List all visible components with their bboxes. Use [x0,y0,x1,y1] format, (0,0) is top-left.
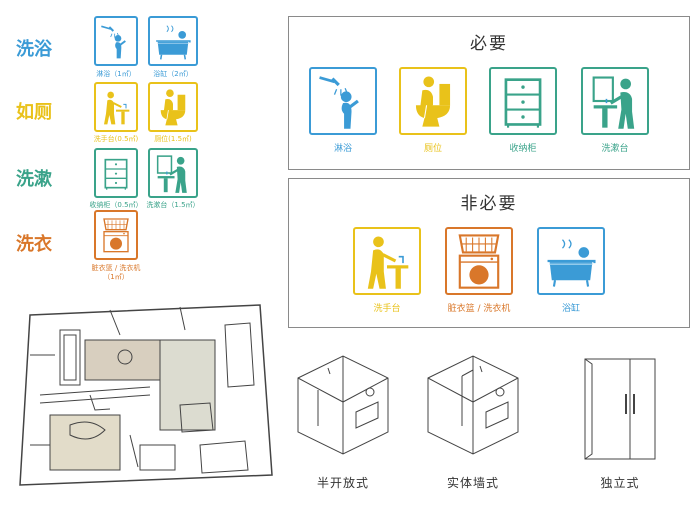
bathtub-icon [539,229,603,293]
tile-caption: 厕位(1.5㎡) [154,135,192,143]
storage-cabinet-icon [491,69,555,133]
bathroom-floor-plan-illustration [19,304,273,486]
essential-toilet-tile [399,67,467,135]
laundry-basket-washer-icon [96,212,136,258]
hand-wash-sink-icon [96,84,136,130]
nonessential-bathtub-tile [537,227,605,295]
tile-caption: 淋浴（1㎡） [96,70,136,78]
toilet-icon [401,69,465,133]
solid-wall-layout-illustration [427,355,519,455]
category-label-bathing: 洗浴 [16,39,52,60]
essential-vanity-tile [581,67,649,135]
semi-open-layout-illustration [297,355,389,455]
nonessential-laundry-tile [445,227,513,295]
essential-panel: 必要 淋浴 厕位 收纳柜 洗漱台 [288,16,690,170]
layout-label: 实体墙式 [446,476,499,490]
tile-bathtub [148,16,198,66]
shower-icon [311,69,375,133]
tile-caption: 收纳柜（0.5㎡） [89,201,143,209]
shower-icon [96,18,136,64]
nonessential-caption: 脏衣篮 / 洗衣机 [447,304,511,314]
tile-shower [94,16,138,66]
tile-caption: 脏衣篮 / 洗衣机 [91,264,141,272]
nonessential-panel: 非必要 洗手台 脏衣篮 / 洗衣机 浴缸 [288,178,690,328]
storage-cabinet-icon [96,150,136,196]
tile-hand-wash [94,82,138,132]
standalone-layout-illustration [584,358,656,460]
vanity-basin-icon [583,69,647,133]
nonessential-title: 非必要 [460,194,518,214]
essential-caption: 厕位 [423,144,442,154]
tile-vanity [148,148,198,198]
hand-wash-sink-icon [355,229,419,293]
tile-toilet [148,82,198,132]
bathtub-icon [150,18,196,64]
category-label-laundry: 洗衣 [16,234,52,255]
laundry-basket-washer-icon [447,229,511,293]
essential-caption: 淋浴 [333,144,352,154]
nonessential-handwash-tile [353,227,421,295]
essential-caption: 洗漱台 [601,144,629,154]
essential-title: 必要 [470,34,508,54]
vanity-basin-icon [150,150,196,196]
toilet-icon [150,84,196,130]
category-label-toilet: 如厕 [16,102,52,123]
nonessential-caption: 浴缸 [561,304,580,314]
tile-laundry [94,210,138,260]
layout-label: 独立式 [600,476,640,490]
tile-caption-area: （1㎡） [103,273,129,281]
tile-caption: 洗漱台（1.5㎡） [146,201,200,209]
essential-shower-tile [309,67,377,135]
essential-cabinet-tile [489,67,557,135]
nonessential-caption: 洗手台 [373,304,401,314]
layout-label: 半开放式 [316,476,369,490]
tile-caption: 浴缸（2㎡） [153,70,193,78]
tile-cabinet [94,148,138,198]
tile-caption: 洗手台(0.5㎡) [93,135,139,143]
essential-caption: 收纳柜 [509,144,537,154]
category-label-washing: 洗漱 [16,169,52,190]
